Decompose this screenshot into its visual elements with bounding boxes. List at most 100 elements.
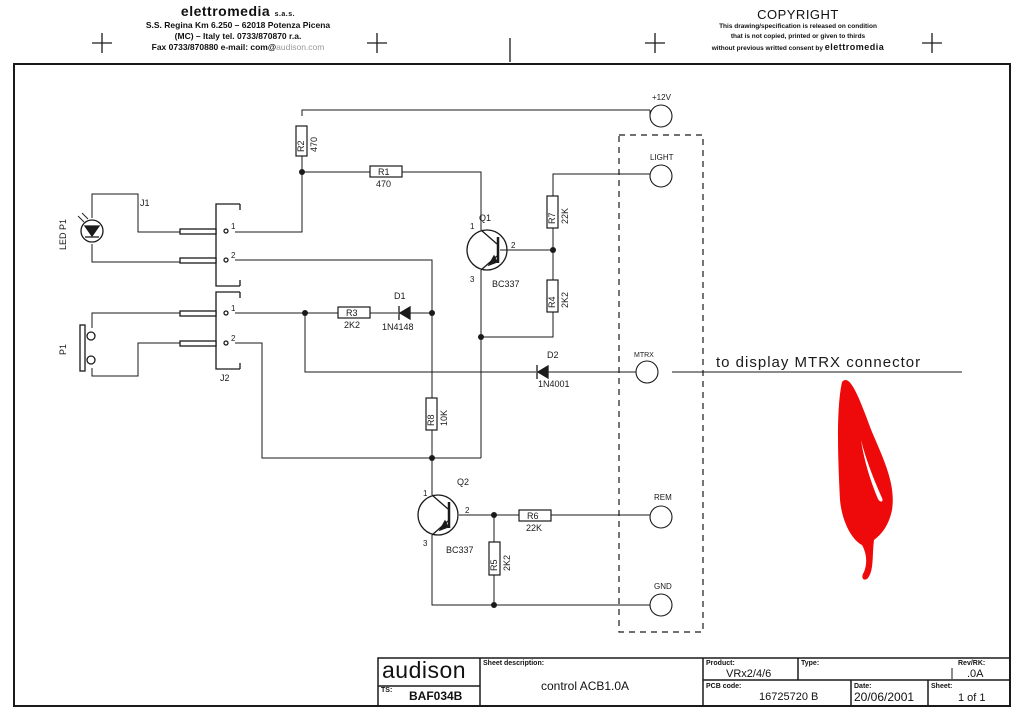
connector-j2 [179, 291, 241, 370]
j2-pin2: 2 [231, 334, 236, 343]
diode-d1 [398, 305, 411, 321]
type-label: Type: [801, 660, 820, 667]
resistor-r7 [546, 195, 559, 229]
copyright-notice: COPYRIGHT This drawing/specification is … [678, 7, 918, 54]
title-block [377, 657, 1011, 707]
ts-value: BAF034B [409, 689, 463, 703]
sheet-value: 1 of 1 [958, 692, 986, 704]
r5-value: 2K2 [502, 555, 512, 571]
address-line-2: (MC) – Italy tel. 0733/870870 r.a. [174, 31, 302, 41]
copyright-line-2: that is not copied, printed or given to … [730, 33, 866, 40]
terminal-gnd-label: GND [654, 582, 672, 591]
q2-pin3: 3 [423, 539, 428, 548]
chili-pepper-icon [838, 379, 893, 580]
r2-value: 470 [309, 137, 319, 152]
q1-pin3: 3 [470, 275, 475, 284]
company-name: elettromedia s.a.s. [180, 3, 296, 19]
q1-part: BC337 [492, 279, 520, 289]
pushbutton-label: P1 [58, 344, 68, 355]
transistor-q2 [417, 494, 459, 536]
wires [91, 109, 962, 606]
r6-ref: R6 [527, 511, 539, 521]
q2-ref: Q2 [457, 477, 469, 487]
connector-j1 [179, 203, 241, 287]
d1-part: 1N4148 [382, 322, 414, 332]
resistor-r2 [295, 125, 308, 157]
r4-ref: R4 [547, 296, 557, 308]
company-header: elettromedia s.a.s. S.S. Regina Km 6.250… [118, 3, 358, 53]
r3-ref: R3 [346, 308, 358, 318]
resistor-r4 [546, 279, 559, 313]
j1-pin2: 2 [231, 251, 236, 260]
q1-ref: Q1 [479, 213, 491, 223]
j2-label: J2 [220, 373, 230, 383]
date-value: 20/06/2001 [854, 690, 915, 704]
resistor-bodies [295, 125, 559, 576]
sheet-description-label: Sheet description: [483, 660, 545, 667]
terminal-mtrx-label: MTRX [634, 352, 654, 359]
d2-ref: D2 [547, 350, 559, 360]
r7-ref: R7 [547, 212, 557, 224]
terminal-12v-label: +12V [652, 93, 672, 102]
terminal-mtrx [635, 360, 659, 384]
transistor-q1 [466, 229, 508, 271]
terminal-rem [649, 505, 673, 529]
ts-label: TS: [381, 687, 393, 694]
q1-pin1: 1 [470, 222, 475, 231]
sheet-description-value: control ACB1.0A [541, 679, 630, 693]
r6-value: 22K [526, 523, 542, 533]
r4-value: 2K2 [560, 292, 570, 308]
sheet-label: Sheet: [931, 683, 953, 690]
terminal-light [649, 164, 673, 188]
resistor-r1 [369, 165, 403, 178]
rev-value: .0A [967, 668, 984, 680]
registration-mark [367, 33, 387, 53]
j1-label: J1 [140, 198, 150, 208]
product-label: Product: [706, 660, 735, 667]
pushbutton-icon [79, 324, 96, 372]
copyright-line-3: without previous writted consent by elet… [711, 42, 885, 52]
date-label: Date: [854, 683, 872, 690]
fax-email-line: Fax 0733/870880 e-mail: com@audison.com [151, 42, 325, 52]
resistor-r5 [488, 541, 501, 576]
drawing-border [13, 63, 1011, 707]
resistor-r6 [518, 509, 552, 522]
j1-pin1: 1 [231, 222, 236, 231]
r7-value: 22K [560, 208, 570, 224]
q2-pin2: 2 [465, 506, 470, 515]
r1-ref: R1 [378, 167, 390, 177]
product-value: VRx2/4/6 [726, 668, 772, 680]
mtrx-annotation: to display MTRX connector [716, 354, 921, 371]
r5-ref: R5 [489, 559, 499, 571]
q2-part: BC337 [446, 545, 474, 555]
terminals [635, 104, 673, 617]
resistor-r3 [337, 306, 371, 319]
led-label: LED P1 [58, 219, 68, 250]
pcb-code-label: PCB code: [706, 683, 742, 690]
component-labels: J1 1 2 J2 1 2 LED P1 P1 R2 470 R1 470 Q1… [58, 93, 921, 591]
copyright-line-1: This drawing/specification is released o… [719, 23, 877, 30]
d1-ref: D1 [394, 291, 406, 301]
q1-pin2: 2 [511, 241, 516, 250]
led-icon [77, 212, 104, 243]
terminal-light-label: LIGHT [650, 153, 674, 162]
registration-mark [922, 33, 942, 53]
terminal-12v [649, 104, 673, 128]
resistor-r8 [425, 397, 438, 431]
copyright-title: COPYRIGHT [757, 7, 839, 22]
q2-pin1: 1 [423, 489, 428, 498]
pcb-code-value: 16725720 B [759, 691, 819, 703]
terminal-gnd [649, 593, 673, 617]
brand-logo: audison [382, 657, 467, 683]
rev-label: Rev/RK: [958, 660, 986, 667]
registration-mark [92, 33, 112, 53]
r8-value: 10K [439, 410, 449, 426]
r2-ref: R2 [296, 140, 306, 152]
j2-pin1: 1 [231, 304, 236, 313]
address-line-1: S.S. Regina Km 6.250 – 62018 Potenza Pic… [145, 20, 331, 30]
junctions [299, 169, 556, 608]
diode-d2 [536, 364, 549, 380]
terminal-rem-label: REM [654, 493, 672, 502]
r8-ref: R8 [426, 414, 436, 426]
